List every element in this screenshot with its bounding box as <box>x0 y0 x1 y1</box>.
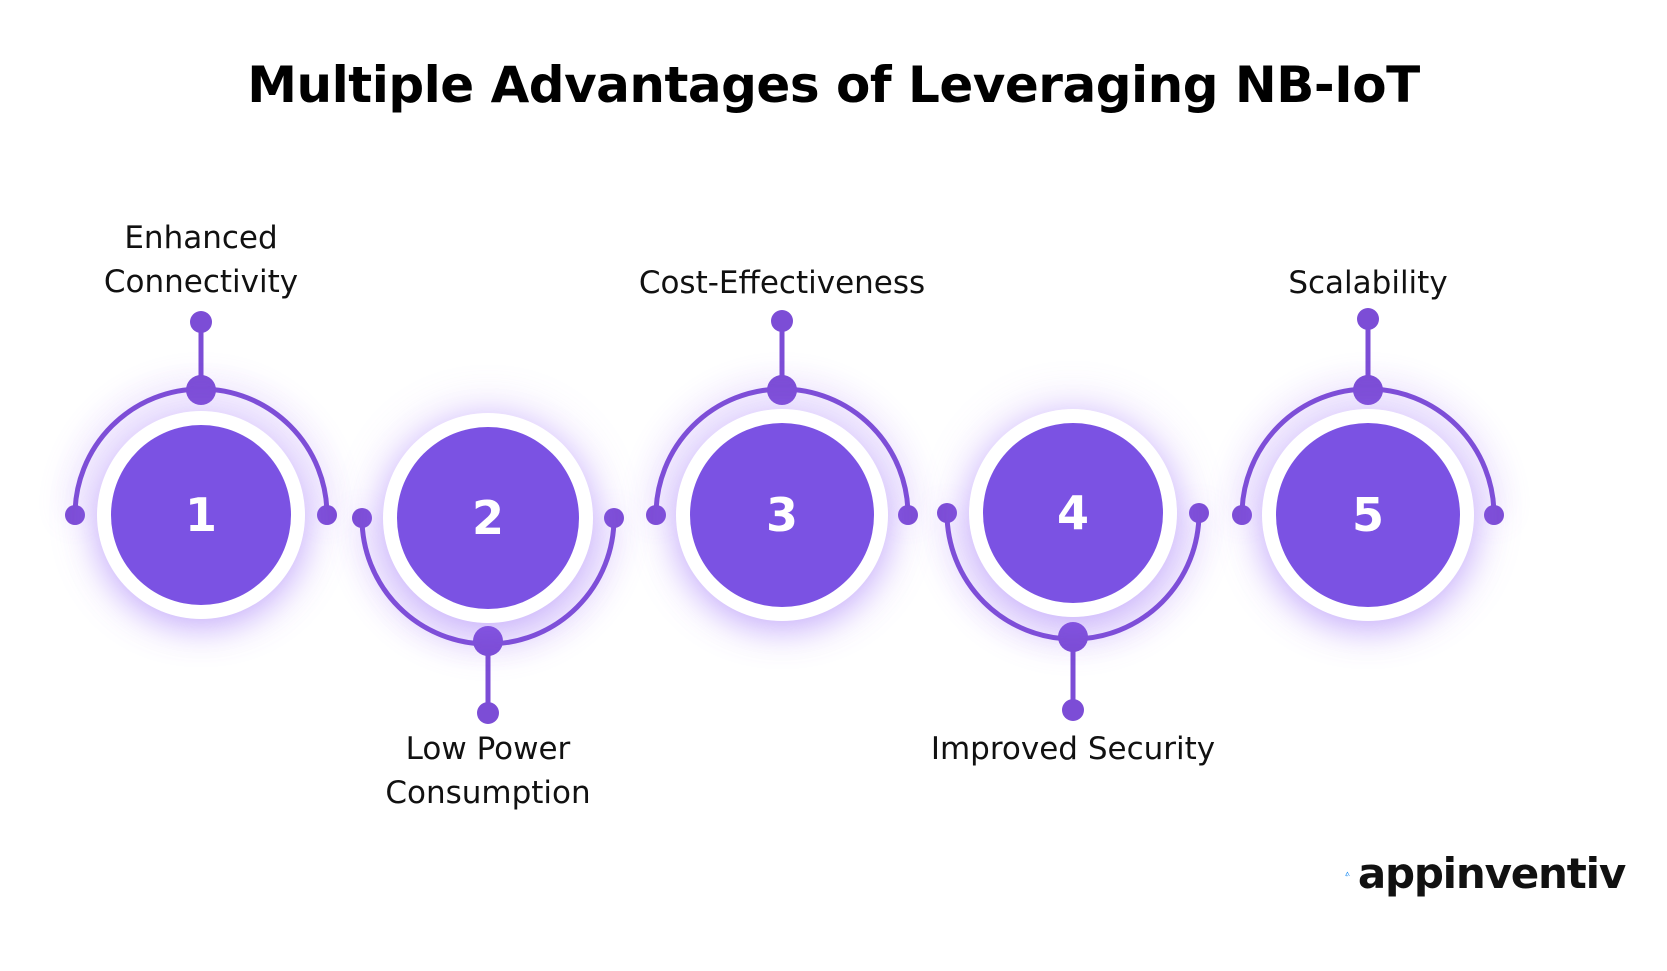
step-node-3[interactable]: 3 <box>690 423 874 607</box>
step-label-1: Enhanced Connectivity <box>103 220 299 301</box>
step-connector-4 <box>937 503 1209 721</box>
page-title: Multiple Advantages of Leveraging NB-IoT <box>247 56 1420 114</box>
step-connector-1 <box>65 311 337 525</box>
step-node-2[interactable]: 2 <box>397 427 579 609</box>
step-number: 5 <box>1351 488 1384 542</box>
step-number: 4 <box>1056 486 1089 540</box>
step-number: 2 <box>471 491 504 545</box>
appinventiv-wordmark: appinventiv <box>1357 849 1626 898</box>
appinventiv-logo: appinventiv <box>1345 838 1626 910</box>
step-label-3: Cost-Effectiveness <box>638 265 926 301</box>
step-connector-2 <box>352 508 624 724</box>
step-connector-3 <box>646 310 918 525</box>
step-label-2: Low Power Consumption <box>385 731 591 812</box>
step-label-5: Scalability <box>1288 265 1448 301</box>
step-node-4[interactable]: 4 <box>983 423 1163 603</box>
step-connector-5 <box>1232 308 1504 525</box>
step-label-4: Improved Security <box>930 731 1216 767</box>
step-number: 3 <box>765 488 798 542</box>
step-number: 1 <box>184 488 217 542</box>
appinventiv-a-mark <box>1345 871 1350 877</box>
step-node-5[interactable]: 5 <box>1276 423 1460 607</box>
step-node-1[interactable]: 1 <box>111 425 291 605</box>
